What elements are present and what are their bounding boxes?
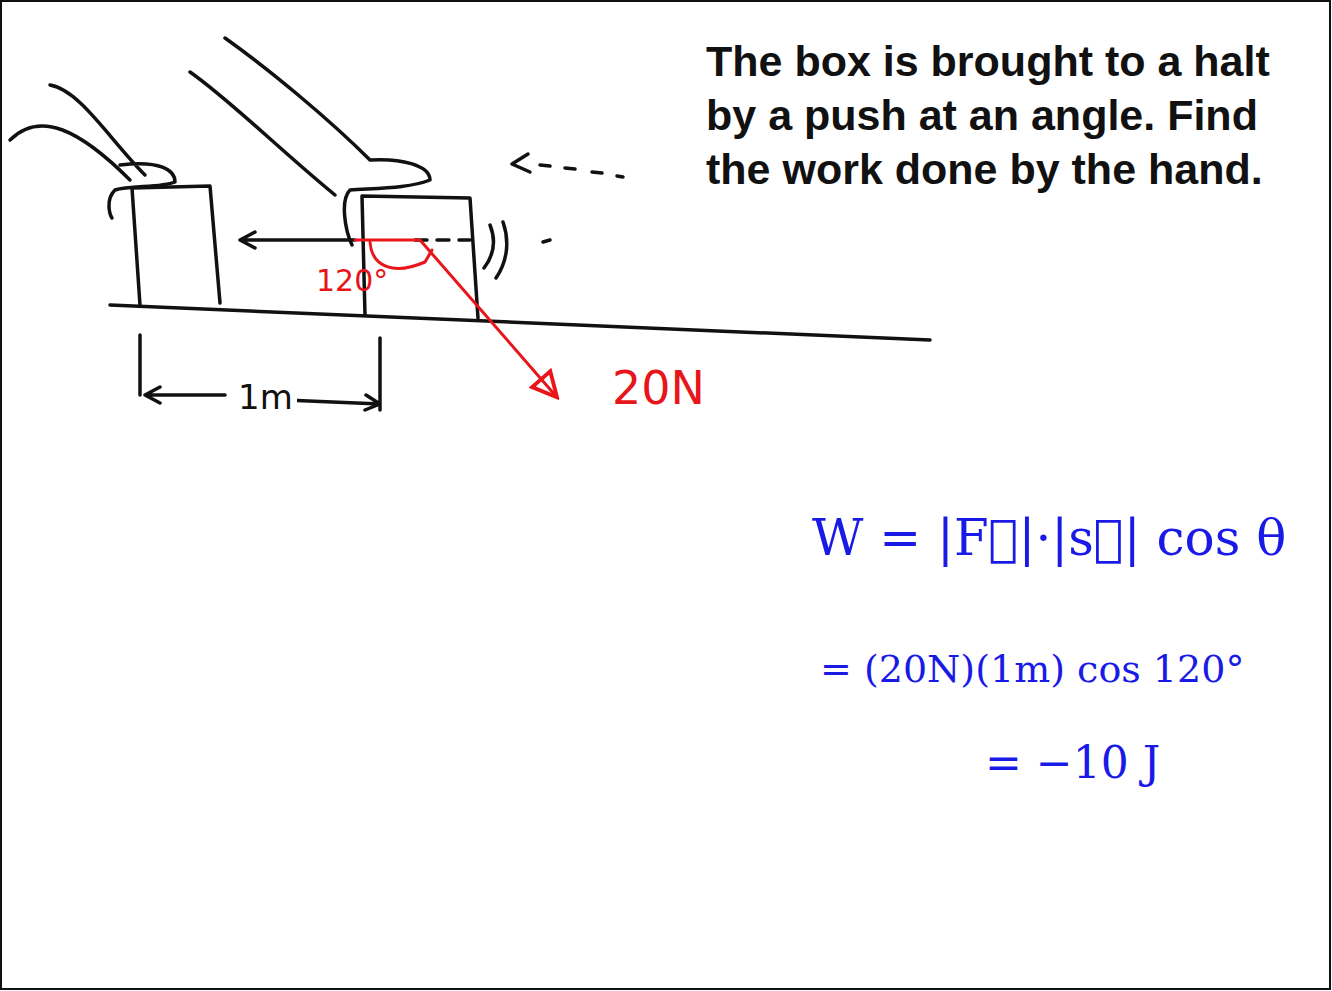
work-result: = −10 J — [985, 738, 1160, 789]
angle-label: 120° — [316, 264, 388, 299]
dashed-line — [415, 238, 470, 242]
hand-start — [10, 85, 175, 218]
hand-end — [190, 38, 430, 245]
problem-statement: The box is brought to a halt by a push a… — [706, 34, 1318, 196]
work-formula: W = |F⃗|·|s⃗| cos θ — [812, 510, 1286, 568]
box-end — [362, 196, 478, 318]
ground-line — [110, 305, 930, 340]
motion-arrow — [240, 232, 355, 248]
motion-marks — [484, 222, 507, 278]
dashed-arrow — [512, 154, 623, 177]
dimension-label: 1m — [234, 378, 297, 417]
force-label: 20N — [612, 362, 705, 415]
box-start — [132, 186, 220, 305]
dash — [543, 240, 550, 242]
work-substitution: = (20N)(1m) cos 120° — [820, 648, 1244, 692]
